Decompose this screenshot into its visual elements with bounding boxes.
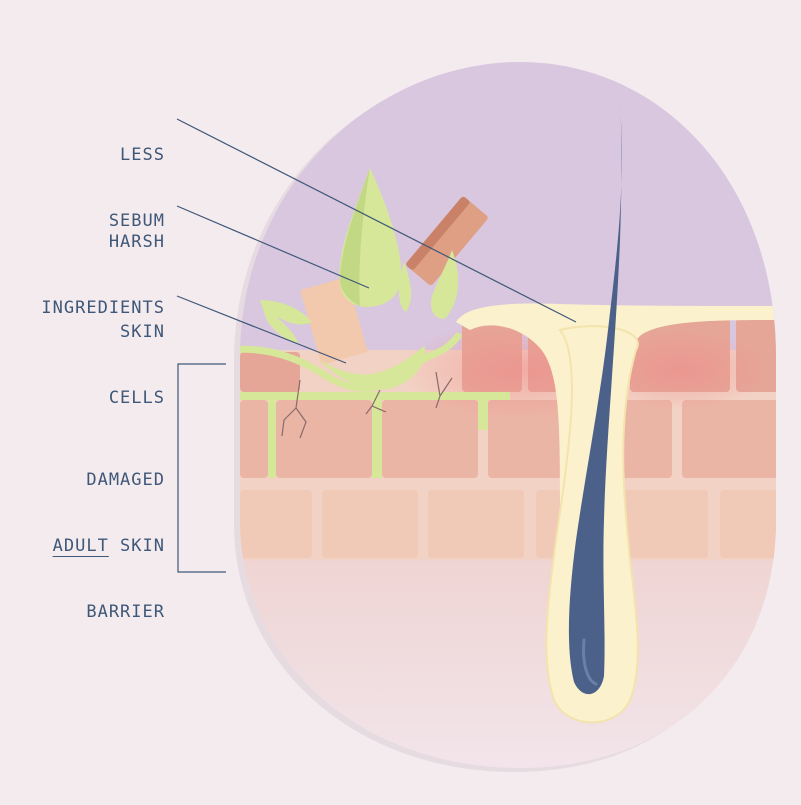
- hair-bulb-highlight: [582, 638, 598, 686]
- label-harsh-ingredients: HARSH INGREDIENTS: [41, 232, 165, 318]
- damaged-mortar: [240, 392, 510, 478]
- harsh-ingredient-stick: [406, 196, 488, 286]
- label-less-sebum: LESS SEBUM: [108, 145, 165, 231]
- label-damaged-barrier: DAMAGED ADULT SKIN BARRIER: [52, 470, 165, 622]
- leader-lines: [176, 118, 577, 573]
- leader-skin-cells: [176, 295, 347, 364]
- harsh-ingredient-shadow: [406, 196, 470, 270]
- leader-harsh-ingredients: [176, 205, 370, 289]
- label-skin-cells: SKIN CELLS: [108, 322, 165, 408]
- leader-less-sebum: [176, 118, 577, 323]
- lower-region: [240, 555, 776, 768]
- barrier-bracket: [177, 363, 226, 573]
- harsh-ingredient-splash: [260, 168, 459, 390]
- brick-row-bottom: [240, 490, 776, 558]
- hair-strand: [568, 104, 622, 695]
- cracks: [281, 371, 453, 439]
- underlined-adult: ADULT: [52, 536, 109, 556]
